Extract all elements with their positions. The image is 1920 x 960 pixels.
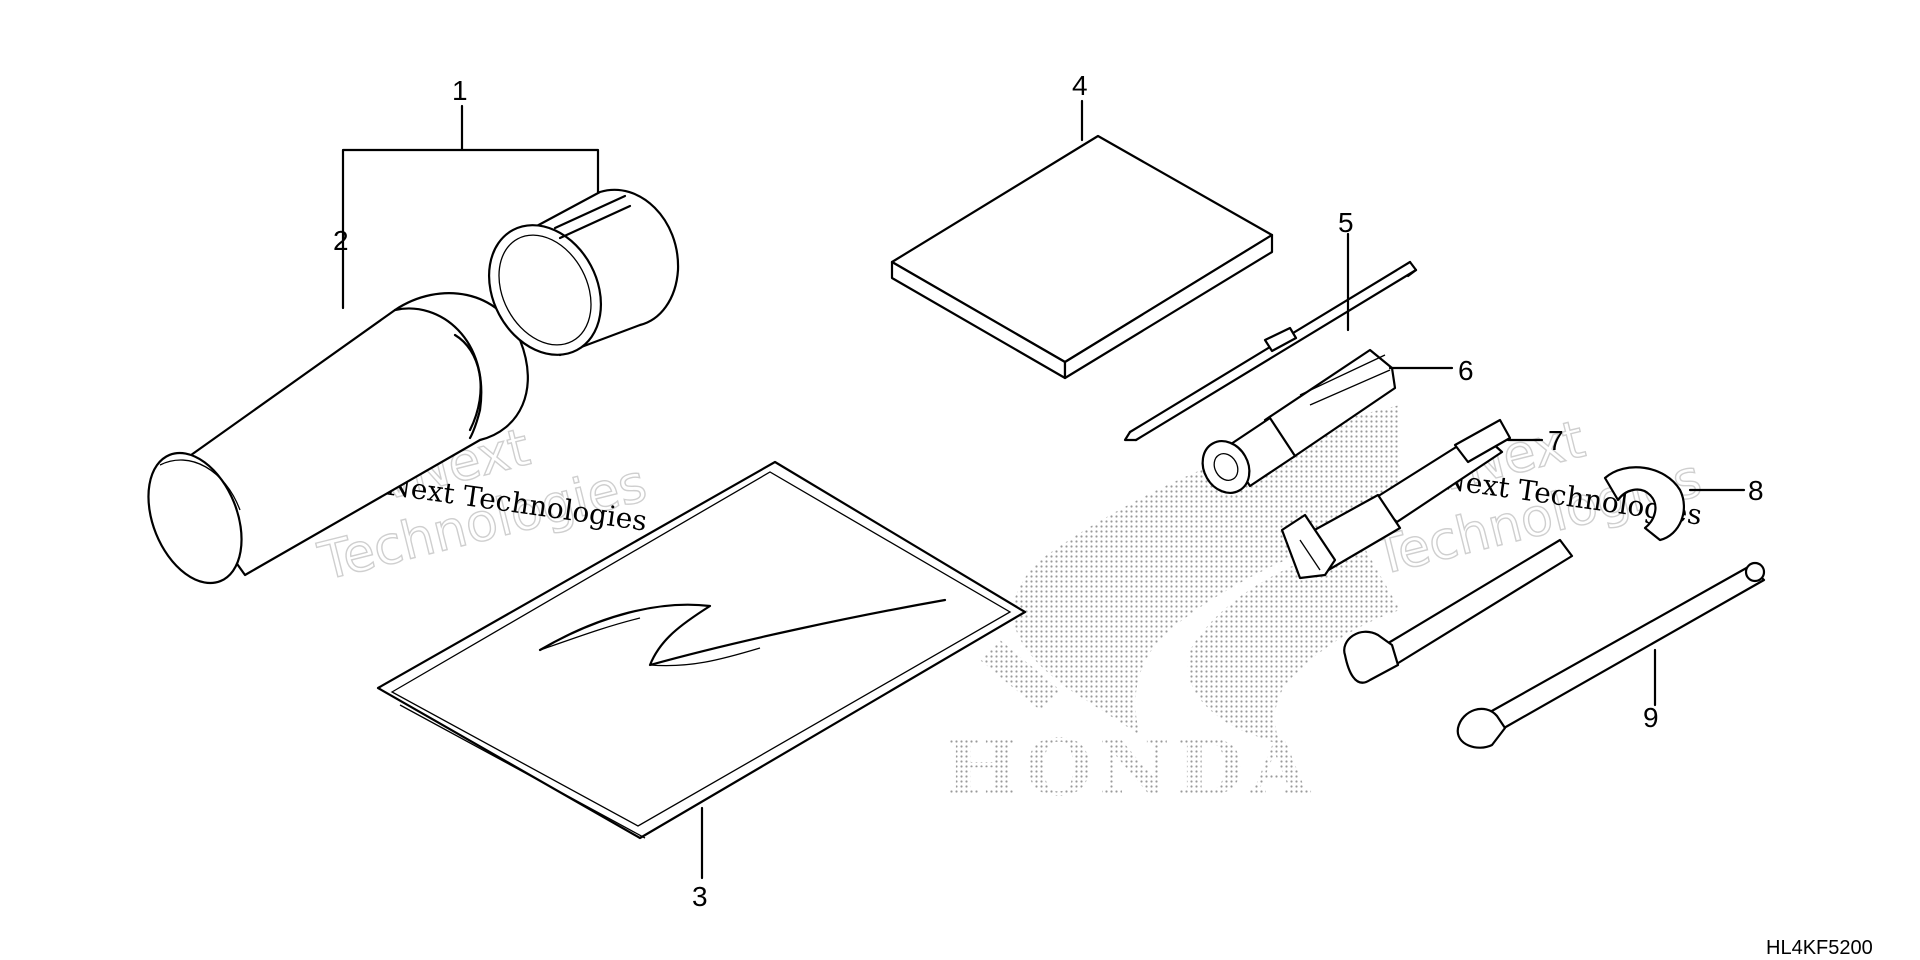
callout-3: 3 [692, 881, 708, 912]
callout-labels: 1 2 3 4 5 6 7 8 9 [333, 70, 1764, 912]
callout-1: 1 [452, 75, 468, 106]
callout-4: 4 [1072, 70, 1088, 101]
tool-case-cap [487, 188, 680, 357]
honda-brand-text: HONDA [945, 723, 1316, 814]
tool-bag [376, 460, 1027, 840]
callout-6: 6 [1458, 355, 1474, 386]
callout-5: 5 [1338, 207, 1354, 238]
socket-wrench [1201, 348, 1397, 494]
screwdriver [1123, 260, 1418, 442]
small-wrench [1456, 561, 1766, 749]
callout-2: 2 [333, 225, 349, 256]
leader-lines [341, 99, 1746, 880]
tool-case-tube [147, 292, 529, 585]
honda-wing-logo [980, 405, 1400, 745]
open-end-wrench [1343, 466, 1685, 684]
callout-7: 7 [1548, 425, 1564, 456]
owners-manual [890, 134, 1274, 380]
callout-9: 9 [1643, 702, 1659, 733]
spark-plug-wrench [1280, 418, 1512, 580]
diagram-code: HL4KF5200 [1766, 937, 1873, 959]
callout-8: 8 [1748, 475, 1764, 506]
